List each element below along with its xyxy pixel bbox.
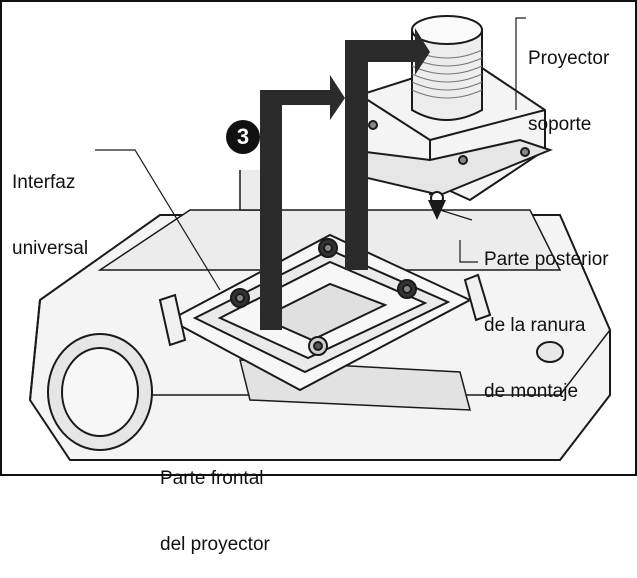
label-line: Parte frontal	[160, 468, 264, 489]
label-line: del proyector	[160, 534, 270, 555]
rear-slot-arrow	[428, 200, 446, 220]
leader-lines	[95, 17, 526, 291]
label-line: de montaje	[484, 381, 579, 402]
label-line: Parte posterior	[484, 249, 609, 270]
slide-arrow	[345, 28, 430, 270]
installation-diagram	[0, 0, 637, 476]
label-line: soporte	[528, 114, 592, 135]
bracket-cylinder-top	[411, 15, 483, 45]
projector-button	[536, 341, 564, 363]
label-line: Proyector	[528, 48, 610, 69]
label-projector-bracket: Proyector soporte	[528, 4, 609, 158]
universal-interface-plate	[158, 233, 492, 392]
step-number-badge: 3	[226, 120, 260, 154]
label-projector-front: Parte frontal del proyector	[160, 424, 270, 578]
label-line: de la ranura	[484, 315, 586, 336]
insert-arrow	[260, 75, 345, 330]
label-rear-slot: Parte posterior de la ranura de montaje	[484, 205, 609, 425]
label-line: Interfaz	[12, 172, 76, 193]
label-line: universal	[12, 238, 89, 259]
label-universal-interface: Interfaz universal	[12, 128, 88, 282]
